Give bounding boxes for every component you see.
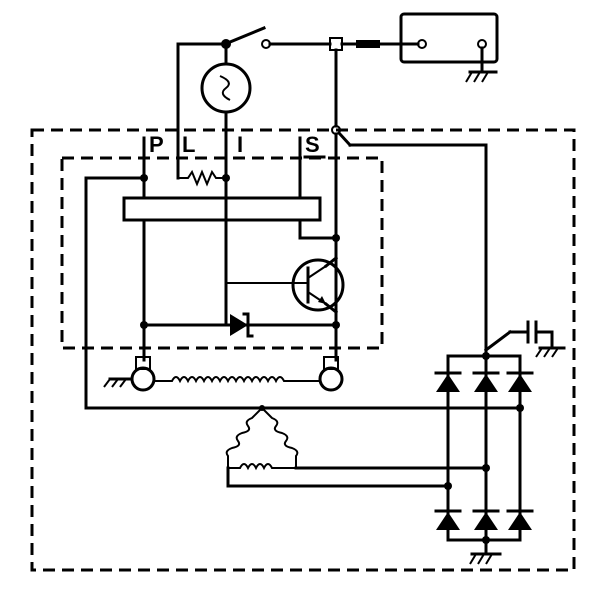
- fusible-link: [356, 40, 380, 48]
- rectifier-diode-lower-1: [434, 509, 462, 530]
- rectifier-diode-upper-1: [434, 371, 462, 392]
- battery-ground-icon: [465, 46, 498, 83]
- brush-left: [130, 356, 156, 392]
- regulator-module-outline: [60, 156, 384, 350]
- rectifier-diode-lower-2: [472, 509, 500, 530]
- regulator-ic: [122, 196, 322, 222]
- capacitor: [483, 320, 554, 353]
- capacitor-ground-icon: [535, 346, 566, 358]
- junction-terminal: [329, 37, 343, 51]
- transistor: [291, 258, 345, 312]
- alternator-housing-outline: [30, 128, 576, 572]
- terminal-label-s: S: [305, 132, 320, 157]
- junction-dots: [140, 40, 524, 544]
- rectifier-diode-upper-3: [506, 371, 534, 392]
- stator-winding: [225, 407, 299, 471]
- charge-warning-lamp: [200, 62, 252, 114]
- brush-ground-icon: [103, 377, 134, 388]
- brush-right: [318, 356, 344, 392]
- zener-diode: [230, 312, 254, 338]
- terminal-label-p: P: [149, 132, 164, 157]
- rectifier-diode-upper-2: [472, 371, 500, 392]
- rectifier-diode-lower-3: [506, 509, 534, 530]
- terminal-label-l: L: [182, 132, 195, 157]
- resistor-l-terminal: [178, 169, 226, 187]
- terminal-label-i: I: [237, 132, 243, 157]
- field-coil: [154, 376, 320, 384]
